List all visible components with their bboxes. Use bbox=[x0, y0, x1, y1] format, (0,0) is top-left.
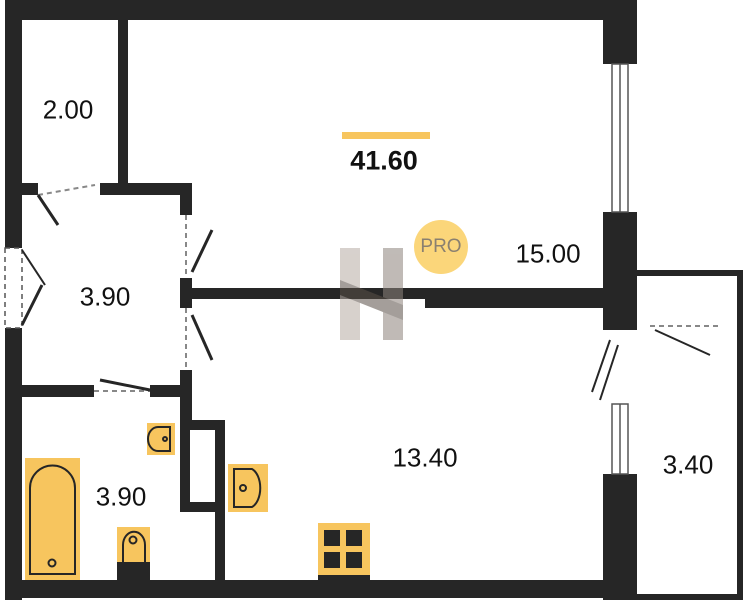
balcony-walls bbox=[637, 270, 743, 600]
bathtub-icon bbox=[25, 458, 80, 580]
doors bbox=[20, 184, 720, 401]
pro-badge-label: PRO bbox=[420, 236, 462, 257]
room-area-storage: 2.00 bbox=[42, 94, 94, 125]
room-area-kitchen: 13.40 bbox=[392, 442, 458, 473]
toilet-icon bbox=[117, 527, 150, 580]
pro-badge: PRO bbox=[414, 220, 468, 274]
stove-icon bbox=[318, 523, 370, 580]
room-area-bathroom: 3.90 bbox=[95, 481, 147, 512]
room-area-living-room: 15.00 bbox=[515, 238, 581, 269]
room-area-balcony: 3.40 bbox=[662, 449, 714, 480]
fixtures bbox=[25, 423, 370, 580]
sink-icon bbox=[147, 423, 175, 455]
logo-watermark bbox=[340, 248, 403, 340]
total-area: 41.60 bbox=[350, 145, 418, 176]
total-area-bar bbox=[342, 132, 430, 139]
windows bbox=[4, 63, 629, 475]
sink-icon bbox=[228, 464, 268, 512]
room-area-hallway: 3.90 bbox=[79, 281, 131, 312]
